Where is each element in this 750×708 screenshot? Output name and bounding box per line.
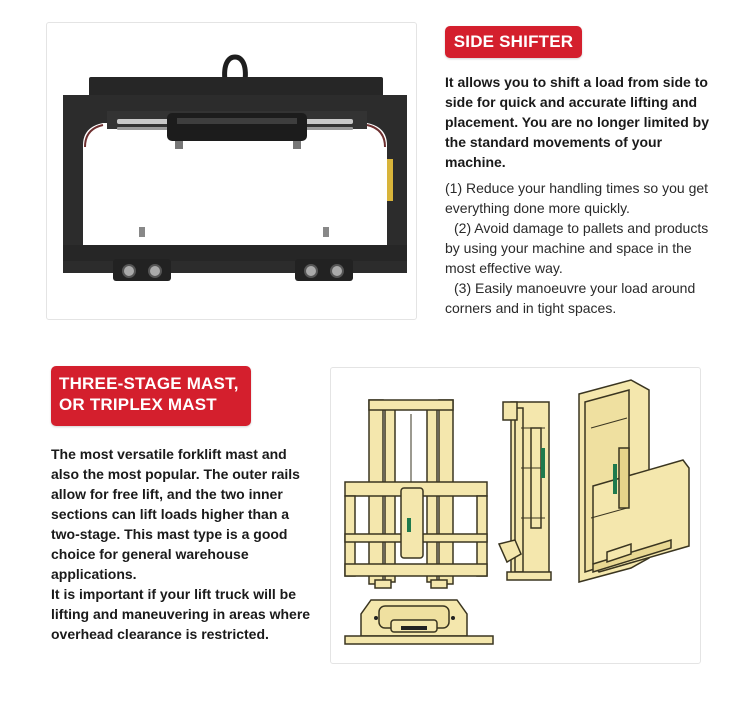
- triplex-mast-title-line-1: THREE-STAGE MAST,: [59, 374, 239, 393]
- side-shifter-image-frame: [46, 22, 417, 320]
- triplex-mast-text: The most versatile forklift mast and als…: [51, 444, 313, 644]
- side-shifter-point-3: (3) Easily manoeuvre your load around co…: [445, 280, 696, 316]
- triplex-mast-drawing-frame: [330, 367, 701, 664]
- side-shifter-illustration: [63, 54, 407, 281]
- side-shifter-intro: It allows you to shift a load from side …: [445, 74, 709, 170]
- side-shifter-title-badge: SIDE SHIFTER: [445, 26, 582, 58]
- triplex-mast-title-line-2: OR TRIPLEX MAST: [59, 395, 217, 414]
- triplex-mast-description: The most versatile forklift mast and als…: [51, 446, 300, 582]
- side-shifter-text: It allows you to shift a load from side …: [445, 72, 713, 318]
- side-shifter-title: SIDE SHIFTER: [453, 32, 574, 51]
- side-shifter-point-1: (1) Reduce your handling times so you ge…: [445, 180, 709, 216]
- triplex-mast-note: It is important if your lift truck will …: [51, 586, 311, 642]
- side-shifter-point-2: (2) Avoid damage to pallets and products…: [445, 220, 709, 276]
- triplex-mast-drawings: [344, 379, 690, 645]
- triplex-mast-title-badge: THREE-STAGE MAST, OR TRIPLEX MAST: [51, 366, 251, 426]
